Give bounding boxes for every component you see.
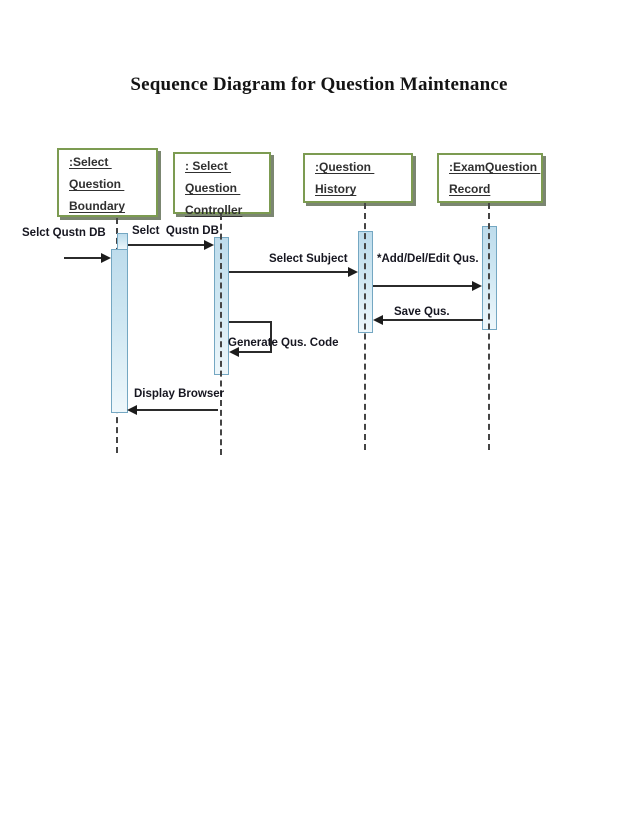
object-box-select-question-boundary: :Select Question Boundary [57, 148, 158, 217]
object-box-examquestion-record: :ExamQuestion Record [437, 153, 543, 203]
self-message-right-line-m6 [270, 321, 272, 352]
message-line-m4 [373, 285, 473, 287]
object-label-line: : Select [185, 159, 232, 173]
object-label-line: :Question [315, 160, 375, 174]
message-label-selct-qustn-db-2: Selct Qustn DB [132, 225, 219, 237]
lifeline-select-question-controller [220, 214, 222, 455]
arrowhead-right-m1 [101, 253, 111, 263]
arrowhead-right-m3 [348, 267, 358, 277]
object-box-question-history: :Question History [303, 153, 413, 203]
message-line-m2 [128, 244, 205, 246]
message-label-save-qus: Save Qus. [394, 306, 450, 318]
message-line-m3 [229, 271, 349, 273]
arrowhead-right-m4 [472, 281, 482, 291]
message-label-display-browser: Display Browser [134, 388, 225, 400]
activation-bar-boundary-top [117, 233, 128, 250]
message-line-m7 [136, 409, 218, 411]
object-label-line: Record [449, 182, 491, 196]
object-box-select-question-controller: : Select Question Controller [173, 152, 271, 217]
arrowhead-left-m5 [373, 315, 383, 325]
diagram-title: Sequence Diagram for Question Maintenanc… [130, 74, 508, 95]
lifeline-question-history [364, 203, 366, 450]
object-label-line: :Select [69, 155, 112, 169]
arrowhead-left-m7 [127, 405, 137, 415]
object-label-line: Question [185, 181, 241, 195]
self-message-bottom-line-m6 [238, 351, 272, 353]
message-line-m1 [64, 257, 103, 259]
object-label-line: Question [69, 177, 125, 191]
lifeline-examquestion-record [488, 203, 490, 450]
message-label-generate-qus-code: Generate Qus. Code [228, 337, 339, 349]
arrowhead-left-m6 [229, 347, 239, 357]
object-label-line: Boundary [69, 199, 126, 213]
self-message-top-line-m6 [229, 321, 272, 323]
arrowhead-right-m2 [204, 240, 214, 250]
message-label-selct-qustn-db-1: Selct Qustn DB [22, 227, 106, 239]
object-label-line: :ExamQuestion [449, 160, 541, 174]
activation-bar-boundary [111, 249, 128, 413]
object-label-line: Controller [185, 203, 243, 217]
object-label-line: History [315, 182, 357, 196]
message-label-select-subject: Select Subject [269, 253, 348, 265]
message-label-add-del-edit-qus: *Add/Del/Edit Qus. [377, 253, 479, 265]
message-line-m5 [383, 319, 483, 321]
